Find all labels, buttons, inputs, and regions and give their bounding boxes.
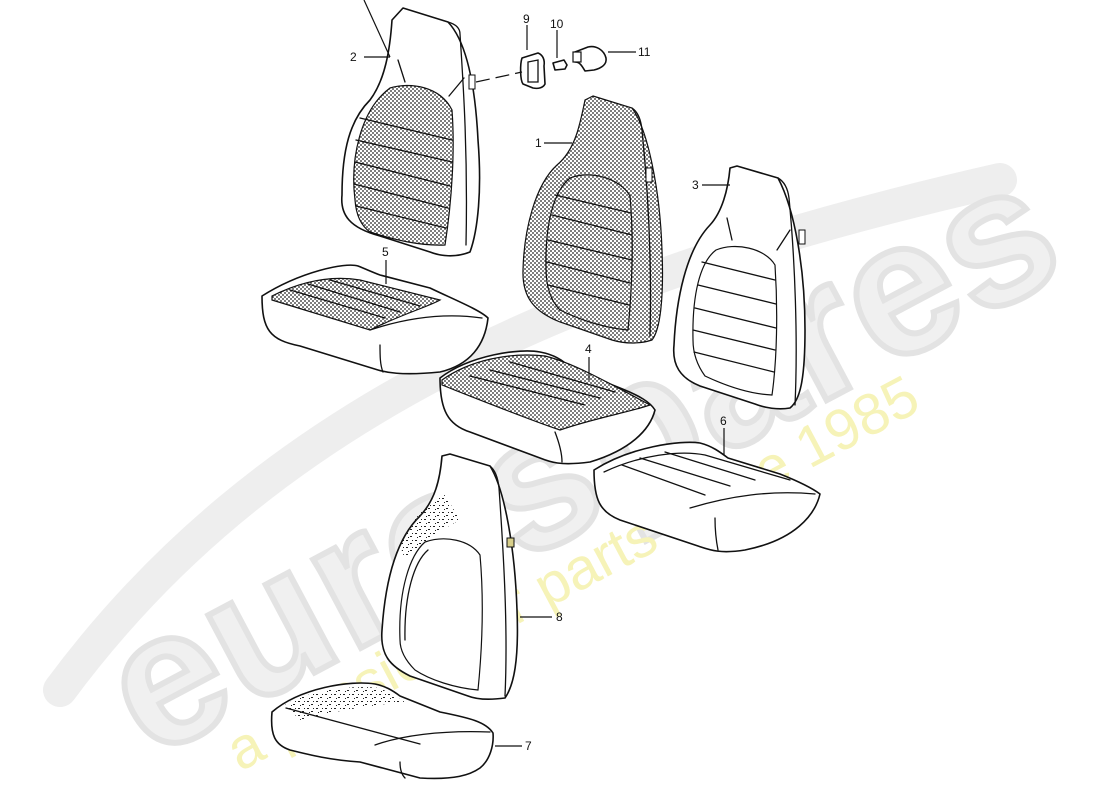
callout-7: 7: [525, 739, 532, 753]
part-6-cushion[interactable]: [593, 441, 821, 553]
callout-4: 4: [585, 342, 592, 356]
leader-2-to-9: [475, 71, 523, 83]
callout-10: 10: [550, 17, 564, 31]
callout-9: 9: [523, 12, 530, 26]
leader-lines: [363, 0, 730, 747]
part-10-clip[interactable]: [552, 59, 568, 71]
callout-6: 6: [720, 414, 727, 428]
part-5-cushion[interactable]: [261, 264, 489, 375]
part-7-cushion[interactable]: [270, 682, 494, 780]
part-9-bezel[interactable]: [519, 52, 546, 90]
part-1-backrest[interactable]: [522, 95, 664, 344]
part-11-cap[interactable]: [572, 45, 607, 72]
callout-2: 2: [350, 50, 357, 64]
part-3-backrest[interactable]: [672, 165, 806, 410]
callout-8: 8: [556, 610, 563, 624]
callout-1: 1: [535, 136, 542, 150]
callout-3: 3: [692, 178, 699, 192]
part-2-backrest[interactable]: [340, 7, 481, 257]
callout-5: 5: [382, 245, 389, 259]
callout-11: 11: [638, 45, 651, 59]
part-8-backrest[interactable]: [381, 453, 519, 701]
part-4-cushion[interactable]: [439, 350, 656, 465]
